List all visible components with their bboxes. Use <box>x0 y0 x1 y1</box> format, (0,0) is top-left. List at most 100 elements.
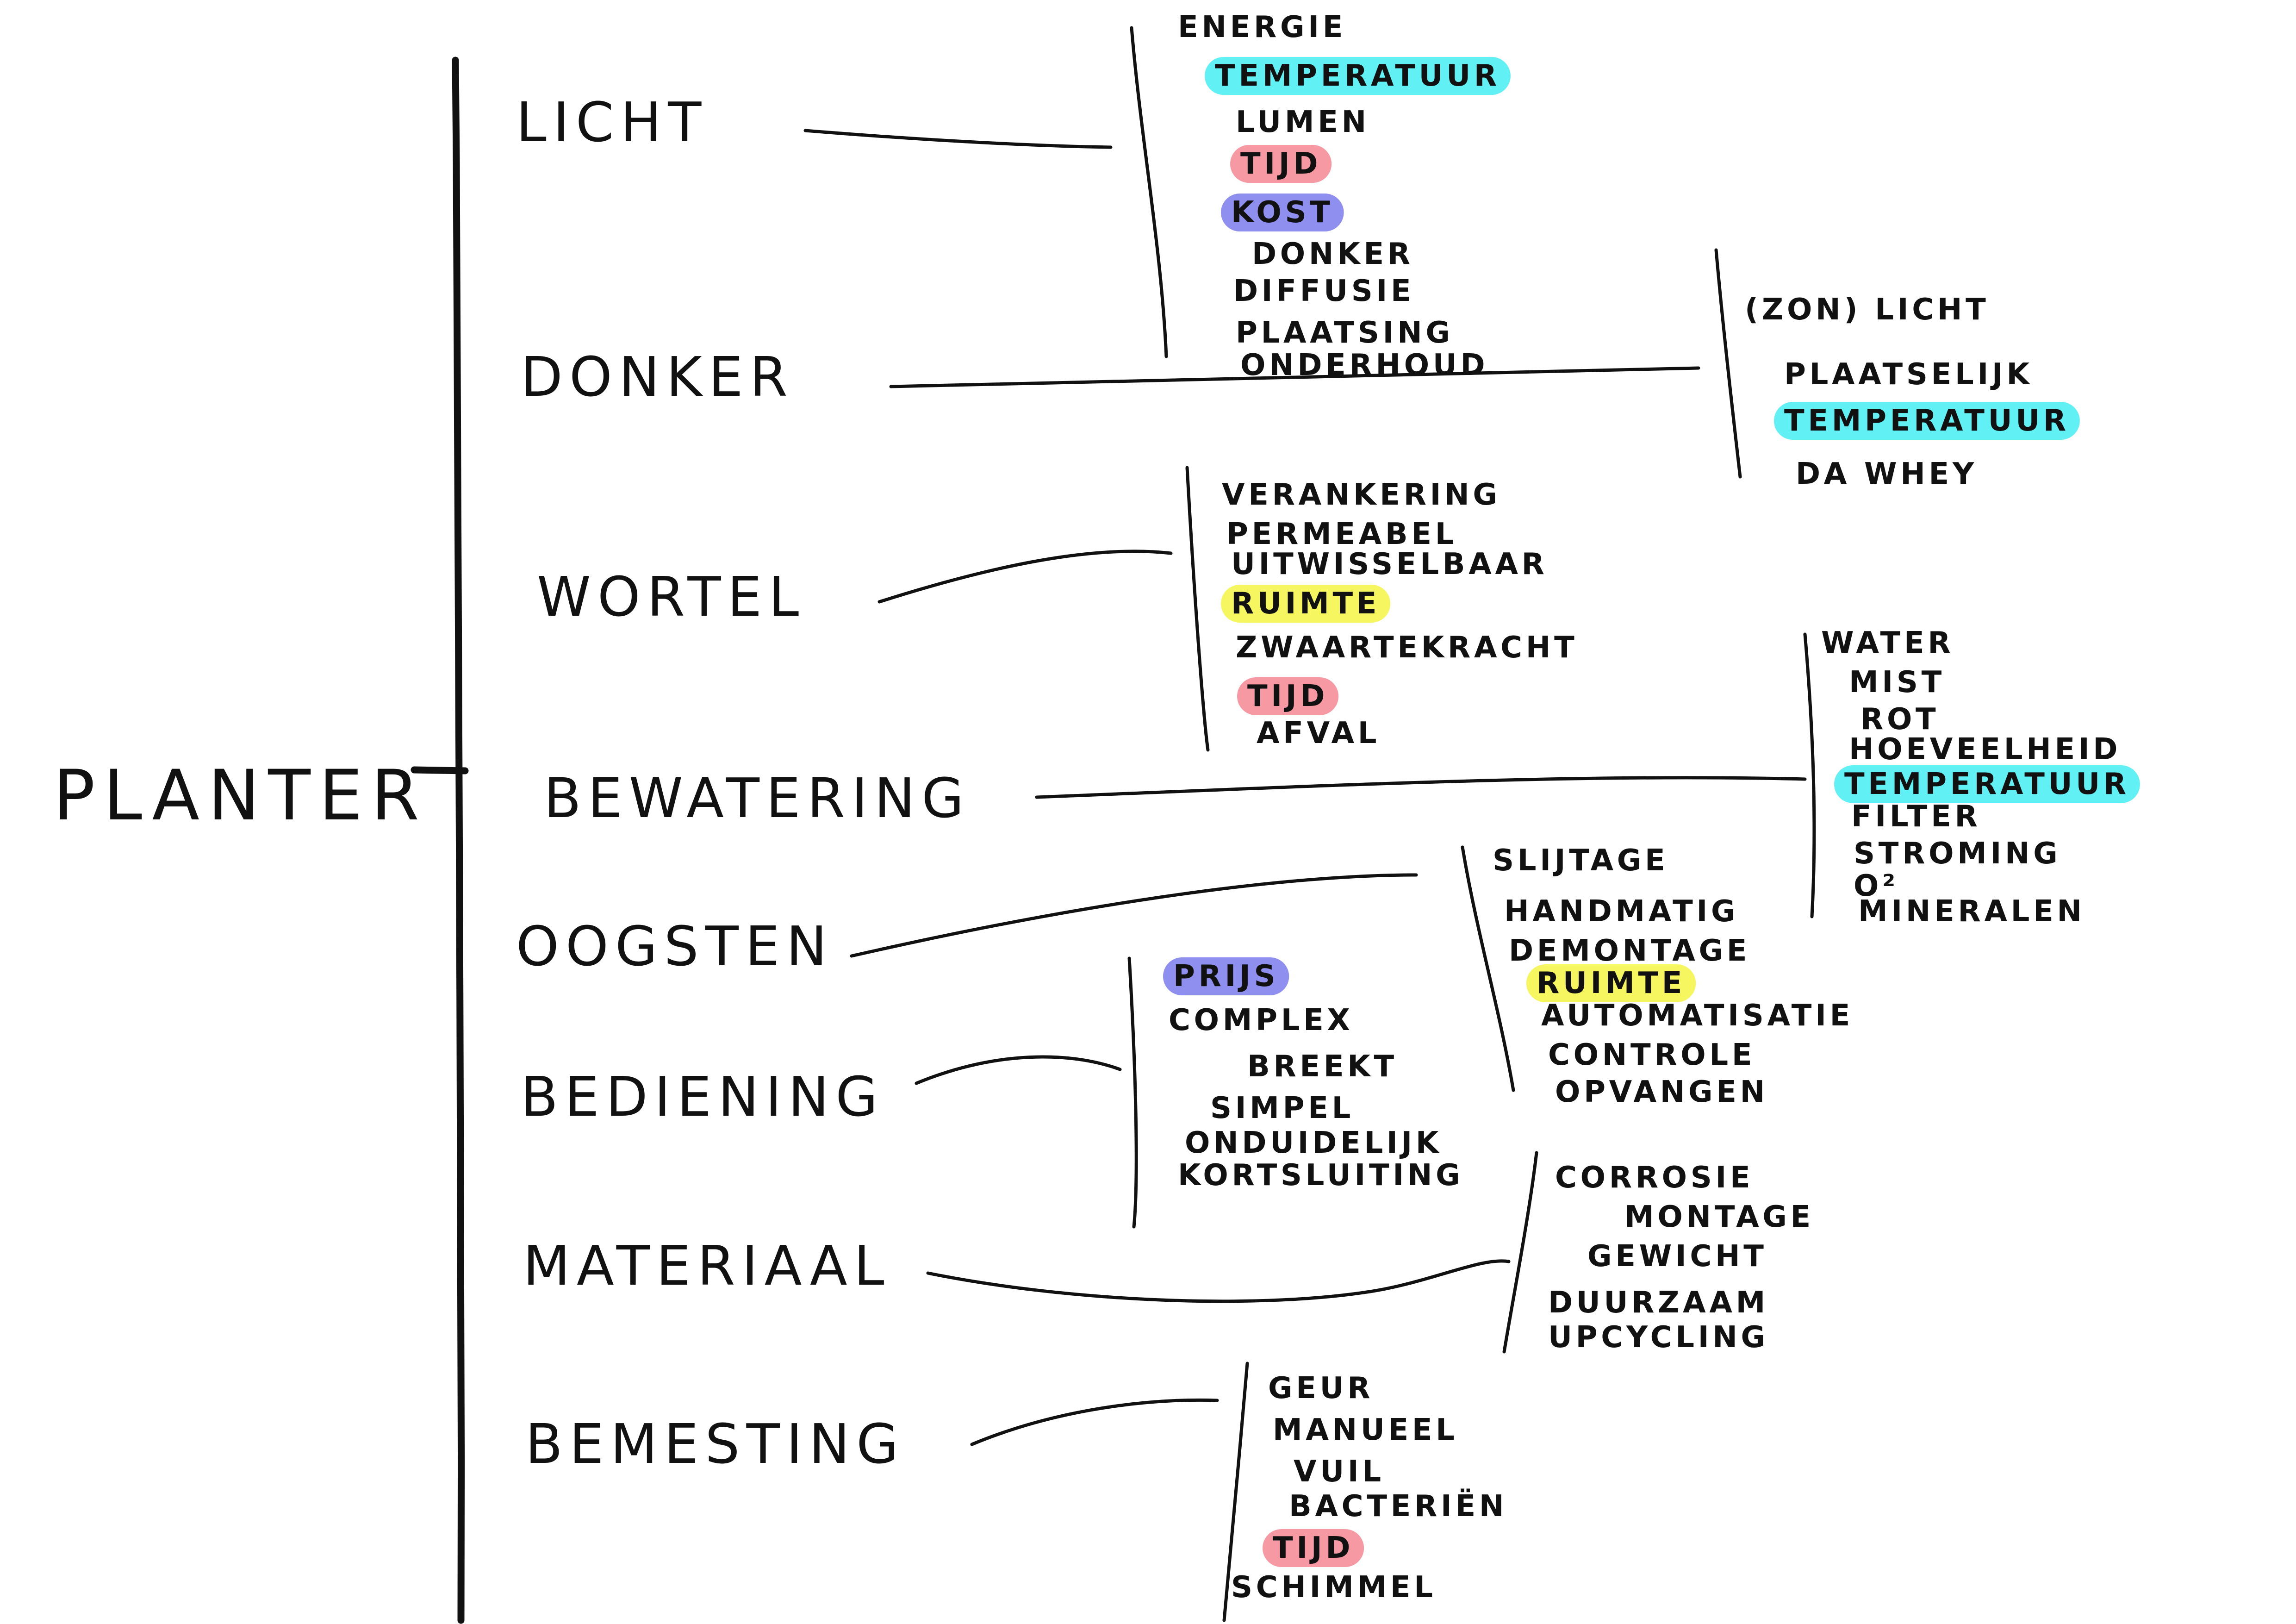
item-wortel-zwaartekracht: ZWAARTEKRACHT <box>1236 631 1578 665</box>
item-oogsten-demontage: DEMONTAGE <box>1509 934 1750 968</box>
item-materiaal-upcycling: UPCYCLING <box>1548 1320 1769 1355</box>
root-node: PLANTER <box>53 56 469 1624</box>
connector-donker <box>889 366 1700 388</box>
highlight-cyan <box>1774 402 2080 440</box>
connector-licht <box>803 129 1113 149</box>
item-licht-tijd: TIJD <box>1240 147 1321 181</box>
highlight-yellow <box>1221 585 1391 623</box>
item-bewatering-filter: FILTER <box>1851 800 1981 834</box>
item-bemesting-schimmel: SCHIMMEL <box>1231 1570 1437 1605</box>
branch-bemesting: BEMESTING GEUR MANUEEL VUIL BACTERIËN TI… <box>525 1362 1507 1622</box>
bracket-materiaal <box>1502 1151 1538 1354</box>
item-wortel-uitwisselbaar: UITWISSELBAAR <box>1231 547 1548 581</box>
item-oogsten-ruimte: RUIMTE <box>1537 966 1686 1000</box>
item-licht-temperatuur: TEMPERATUUR <box>1215 59 1500 93</box>
item-materiaal-duurzaam: DUURZAAM <box>1548 1286 1769 1320</box>
branch-materiaal: MATERIAAL CORROSIE MONTAGE GEWICHT DUURZ… <box>523 1151 1814 1355</box>
branch-label-oogsten: OOGSTEN <box>516 914 834 978</box>
highlight-red <box>1237 677 1339 715</box>
item-licht-energie: ENERGIE <box>1178 10 1346 44</box>
branch-label-licht: LICHT <box>516 90 708 154</box>
item-bewatering-stroming: STROMING <box>1854 837 2061 871</box>
item-bemesting-manueel: MANUEEL <box>1273 1413 1458 1447</box>
item-donker-temperatuur: TEMPERATUUR <box>1784 404 2070 438</box>
item-licht-lumen: LUMEN <box>1236 105 1370 139</box>
item-oogsten-slijtage: SLIJTAGE <box>1493 843 1668 878</box>
bracket-oogsten <box>1461 845 1515 1092</box>
item-bewatering-water: WATER <box>1821 626 1954 660</box>
branch-label-materiaal: MATERIAAL <box>523 1234 891 1298</box>
connector-wortel <box>877 550 1173 604</box>
item-bediening-simpel: SIMPEL <box>1210 1091 1354 1125</box>
highlight-red <box>1230 145 1332 183</box>
highlight-yellow <box>1526 964 1696 1002</box>
item-oogsten-controle: CONTROLE <box>1548 1038 1755 1072</box>
item-licht-kost: KOST <box>1231 195 1334 230</box>
item-oogsten-automatisatie: AUTOMATISATIE <box>1541 999 1854 1033</box>
connector-materiaal <box>926 1259 1511 1303</box>
branch-bediening: BEDIENING PRIJS COMPLEX BREEKT SIMPEL ON… <box>521 956 1463 1229</box>
root-label: PLANTER <box>53 756 428 836</box>
item-bemesting-bacterien: BACTERIËN <box>1289 1488 1507 1524</box>
item-bewatering-mineralen: MINERALEN <box>1858 894 2085 929</box>
highlight-cyan <box>1205 57 1511 95</box>
item-licht-plaatsing: PLAATSING <box>1236 316 1454 350</box>
item-bediening-onduidelijk: ONDUIDELIJK <box>1185 1126 1442 1160</box>
main-spine <box>452 56 465 1624</box>
item-bemesting-geur: GEUR <box>1268 1371 1374 1405</box>
highlight-red <box>1263 1529 1364 1567</box>
item-wortel-tijd: TIJD <box>1247 679 1328 713</box>
item-oogsten-handmatig: HANDMATIG <box>1504 894 1739 929</box>
item-bediening-breekt: BREEKT <box>1247 1049 1398 1084</box>
bracket-wortel <box>1185 466 1210 752</box>
bracket-bediening <box>1127 956 1138 1229</box>
item-oogsten-opvangen: OPVANGEN <box>1555 1075 1768 1109</box>
item-wortel-ruimte: RUIMTE <box>1231 587 1380 621</box>
bracket-bemesting <box>1222 1362 1249 1622</box>
branch-label-bediening: BEDIENING <box>521 1065 884 1129</box>
item-donker-plaatselijk: PLAATSELIJK <box>1784 357 2033 392</box>
item-bediening-prijs: PRIJS <box>1173 959 1279 993</box>
item-donker-da-whey: DA WHEY <box>1796 457 1978 491</box>
item-bewatering-mist: MIST <box>1849 665 1945 700</box>
connector-bemesting <box>970 1398 1219 1446</box>
item-bewatering-temperatuur: TEMPERATUUR <box>1844 767 2130 801</box>
branch-label-bemesting: BEMESTING <box>525 1412 905 1476</box>
connector-bediening <box>915 1055 1122 1085</box>
item-materiaal-montage: MONTAGE <box>1624 1200 1814 1234</box>
item-donker-zon-licht: (ZON) LICHT <box>1745 293 1989 327</box>
connector-bewatering <box>1035 776 1807 799</box>
item-bewatering-rot: ROT <box>1860 702 1939 737</box>
item-bewatering-o2: O² <box>1854 869 1899 903</box>
item-bediening-kortsluiting: KORTSLUITING <box>1178 1158 1463 1193</box>
branch-label-wortel: WORTEL <box>537 565 805 629</box>
item-materiaal-gewicht: GEWICHT <box>1587 1239 1767 1274</box>
connector-oogsten <box>850 873 1418 958</box>
branch-label-donker: DONKER <box>521 345 794 409</box>
highlight-blue <box>1163 957 1289 995</box>
bracket-bewatering <box>1803 632 1816 918</box>
item-wortel-verankering: VERANKERING <box>1222 478 1501 512</box>
item-licht-diffusie: DIFFUSIE <box>1233 274 1414 308</box>
highlight-blue <box>1221 194 1344 231</box>
item-bemesting-vuil: VUIL <box>1294 1455 1385 1489</box>
item-bemesting-tijd: TIJD <box>1273 1531 1354 1565</box>
item-bewatering-hoeveelheid: HOEVEELHEID <box>1849 732 2121 767</box>
branch-licht: LICHT ENERGIE TEMPERATUUR LUMEN TIJD KOS… <box>516 10 1500 382</box>
branch-label-bewatering: BEWATERING <box>544 766 971 830</box>
bracket-licht <box>1130 26 1168 358</box>
bracket-donker <box>1714 248 1742 479</box>
item-materiaal-corrosie: CORROSIE <box>1555 1161 1754 1195</box>
item-wortel-permeabel: PERMEABEL <box>1226 517 1457 551</box>
item-licht-donker: DONKER <box>1252 237 1414 271</box>
branch-donker: DONKER (ZON) LICHT PLAATSELIJK TEMPERATU… <box>521 248 2070 491</box>
branch-bewatering: BEWATERING WATER MIST ROT HOEVEELHEID TE… <box>544 626 2130 929</box>
item-wortel-afval: AFVAL <box>1257 716 1380 750</box>
branch-wortel: WORTEL VERANKERING PERMEABEL UITWISSELBA… <box>537 466 1578 752</box>
highlight-cyan <box>1834 765 2140 803</box>
highlights <box>1163 57 2140 1567</box>
item-bediening-complex: COMPLEX <box>1169 1003 1354 1037</box>
branch-oogsten: OOGSTEN SLIJTAGE HANDMATIG DEMONTAGE RUI… <box>516 843 1854 1109</box>
